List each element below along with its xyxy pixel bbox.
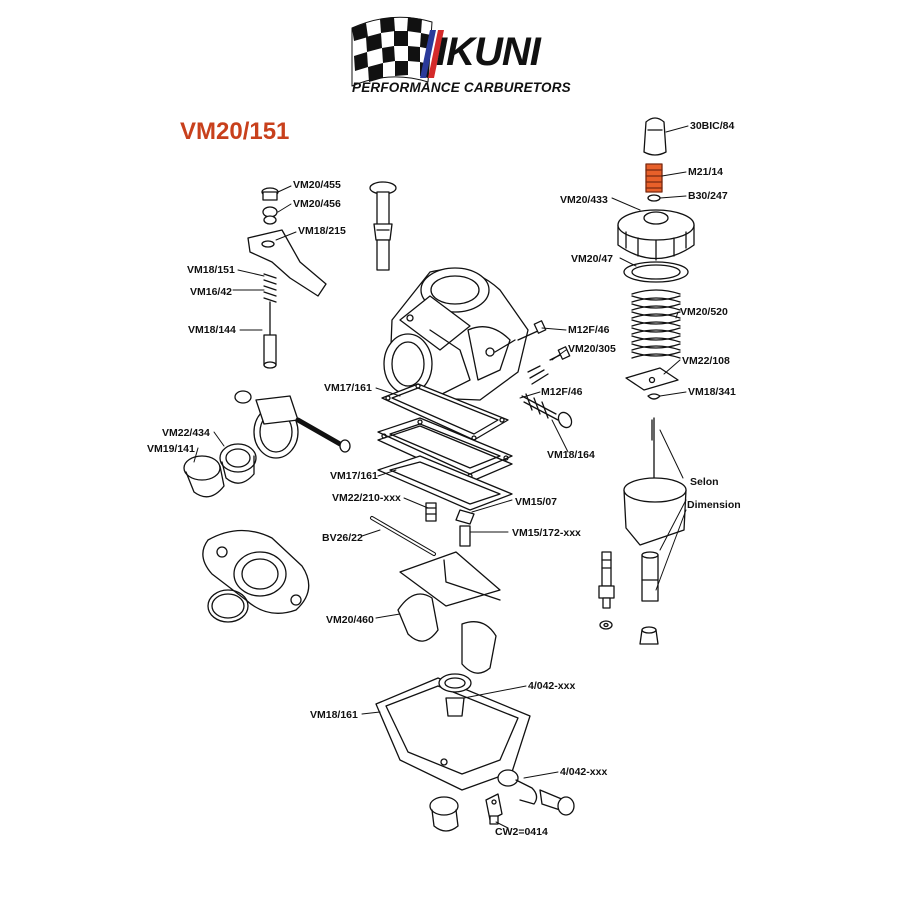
part-label: VM20/47: [571, 253, 614, 265]
part-label: VM20/305: [568, 343, 616, 355]
starter-jet-icon: [425, 502, 437, 522]
top-gasket-icon: [623, 261, 689, 283]
part-label: VM20/455: [293, 179, 341, 191]
part-label: VM18/164: [547, 449, 595, 461]
part-label: VM17/161: [330, 470, 378, 482]
o-ring-icon: [207, 589, 249, 623]
choke-lever-icon: [247, 229, 327, 297]
float-assembly-icon: [397, 551, 501, 674]
part-label: VM15/172-xxx: [512, 527, 581, 539]
spring-seat-plate-icon: [625, 367, 679, 391]
part-label: VM20/456: [293, 198, 341, 210]
idle-screw-icon: [517, 320, 547, 341]
brand-tagline: PERFORMANCE CARBURETORS: [352, 80, 571, 95]
part-label: Dimension: [687, 499, 741, 511]
part-label: VM18/151: [187, 264, 235, 276]
mixing-chamber-top-icon: [617, 209, 695, 261]
logo-checkered-flag-icon: [351, 16, 444, 87]
cable-adjuster-screw-icon: [645, 163, 663, 193]
part-label: M12F/46: [568, 324, 610, 336]
locknut-icon: [647, 194, 661, 202]
intake-sleeve-icon: [183, 455, 225, 498]
part-label: VM22/108: [682, 355, 730, 367]
part-label: B30/247: [688, 190, 728, 202]
choke-plunger-icon: [369, 181, 397, 271]
part-label: BV26/22: [322, 532, 363, 544]
part-label: M21/14: [688, 166, 724, 178]
float-pin-icon: [370, 516, 436, 556]
part-label: VM18/161: [310, 709, 358, 721]
model-title: VM20/151: [180, 118, 290, 145]
intake-clamp-icon: [234, 390, 351, 459]
cable-adjuster-cap-icon: [643, 117, 667, 156]
part-label: VM17/161: [324, 382, 372, 394]
part-label: VM20/460: [326, 614, 374, 626]
needle-clip-icon: [647, 393, 661, 400]
float-bowl-icon: [375, 673, 531, 791]
part-label: 4/042-xxx: [528, 680, 576, 692]
brand-logo-wordmark: IKUNI: [436, 30, 541, 74]
air-screw-icon: [521, 393, 573, 429]
part-label: M12F/46: [541, 386, 583, 398]
drain-tube-icon: [497, 769, 575, 816]
part-label: CW2=0414: [495, 826, 548, 838]
part-label: VM18/215: [298, 225, 346, 237]
leader-lines: [193, 125, 689, 829]
part-label: 4/042-xxx: [560, 766, 608, 778]
float-bowl-gasket-icon: [377, 455, 513, 511]
washer-icon: [599, 620, 613, 630]
part-label: VM22/434: [162, 427, 210, 439]
carburetor-body-icon: [383, 267, 529, 401]
main-jet-icon: [639, 626, 659, 645]
part-label: VM20/433: [560, 194, 608, 206]
intake-rubber-icon: [219, 443, 257, 484]
bowl-clip-screw-icon: [485, 793, 503, 825]
drain-plug-icon: [429, 796, 459, 832]
pilot-jet-icon: [598, 551, 615, 609]
mounting-flange-icon: [202, 529, 310, 614]
float-chamber-gasket-icon: [381, 383, 509, 441]
float-chamber-plate-icon: [377, 417, 513, 483]
part-label: VM15/07: [515, 496, 558, 508]
part-label: VM19/141: [147, 443, 195, 455]
part-label: VM22/210-xxx: [332, 492, 401, 504]
float-needle-seat-icon: [455, 509, 475, 547]
choke-washer-icon: [262, 206, 278, 225]
part-label: VM16/42: [190, 286, 233, 298]
choke-rod-icon: [263, 301, 277, 369]
choke-cap-screw-icon: [261, 187, 279, 201]
part-label: VM18/341: [688, 386, 736, 398]
needle-jet-icon: [641, 551, 659, 602]
part-label: VM18/144: [188, 324, 236, 336]
part-label: 30BIC/84: [690, 120, 735, 132]
part-label: Selon: [690, 476, 719, 488]
part-label: VM20/520: [680, 306, 728, 318]
spring-screw-icon: [527, 346, 571, 385]
throttle-spring-icon: [631, 289, 681, 359]
choke-spring-icon: [263, 273, 277, 303]
